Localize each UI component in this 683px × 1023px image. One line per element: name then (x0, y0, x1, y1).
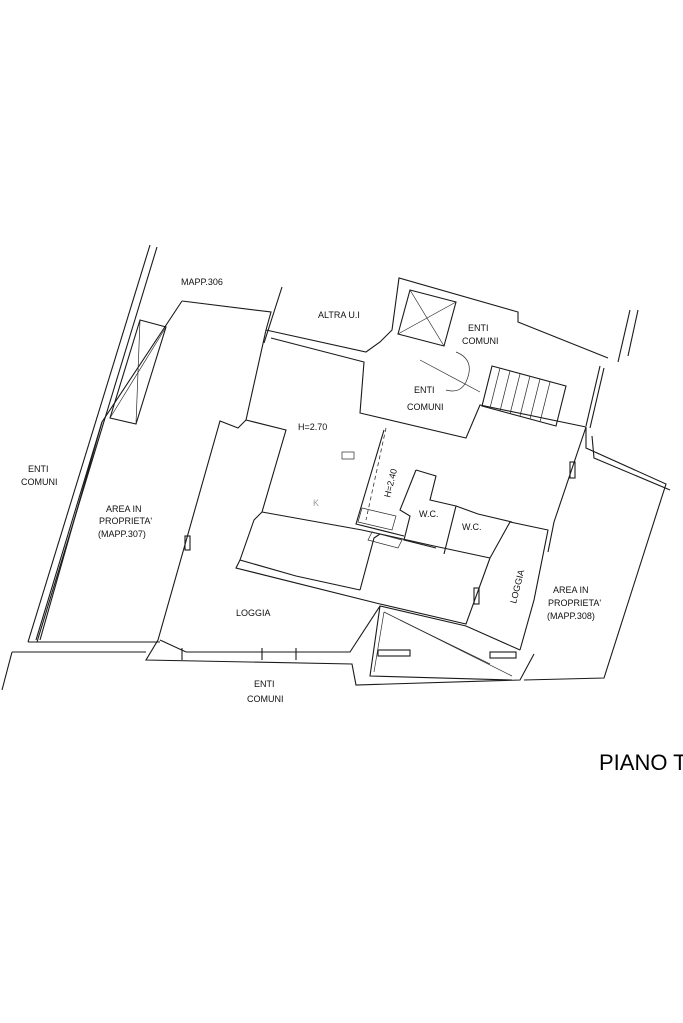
altra-ui-label: ALTRA U.I (318, 310, 360, 320)
plan-title: PIANO T (599, 750, 683, 775)
enti-comuni-center-1: ENTI (414, 385, 435, 395)
loggia-right-label: LOGGIA (508, 569, 526, 605)
enti-comuni-left-1: ENTI (28, 464, 49, 474)
enti-comuni-bottom-2: COMUNI (247, 694, 284, 704)
enti-comuni-center-2: COMUNI (407, 402, 444, 412)
area-right-line1: AREA IN (553, 585, 589, 595)
enti-comuni-left-2: COMUNI (21, 477, 58, 487)
lower-loggia (369, 605, 517, 681)
enti-comuni-bottom-1: ENTI (254, 679, 275, 689)
height-270-label: H=2.70 (298, 422, 327, 432)
loggia-left-label: LOGGIA (236, 608, 271, 618)
area-left-line3: (MAPP.307) (98, 529, 146, 539)
interior-details (341, 427, 403, 549)
mapp-306-label: MAPP.306 (181, 277, 223, 287)
area-left-line1: AREA IN (106, 504, 142, 514)
area-left-outline (35, 300, 272, 641)
area-right-line3: (MAPP.308) (547, 611, 595, 621)
enti-comuni-top-2: COMUNI (462, 336, 499, 346)
window-marks (181, 461, 576, 660)
enti-comuni-top-1: ENTI (468, 323, 489, 333)
wc1-label: W.C. (419, 509, 439, 519)
stairs (397, 289, 605, 429)
area-right-line2: PROPRIETA' (548, 598, 601, 608)
boundary-lines (1, 244, 639, 691)
apartment-walls (145, 277, 671, 686)
height-240-label: H=2.40 (382, 468, 399, 499)
wc2-label: W.C. (462, 522, 482, 532)
kitchen-label: K (313, 498, 319, 508)
area-left-line2: PROPRIETA' (99, 516, 152, 526)
